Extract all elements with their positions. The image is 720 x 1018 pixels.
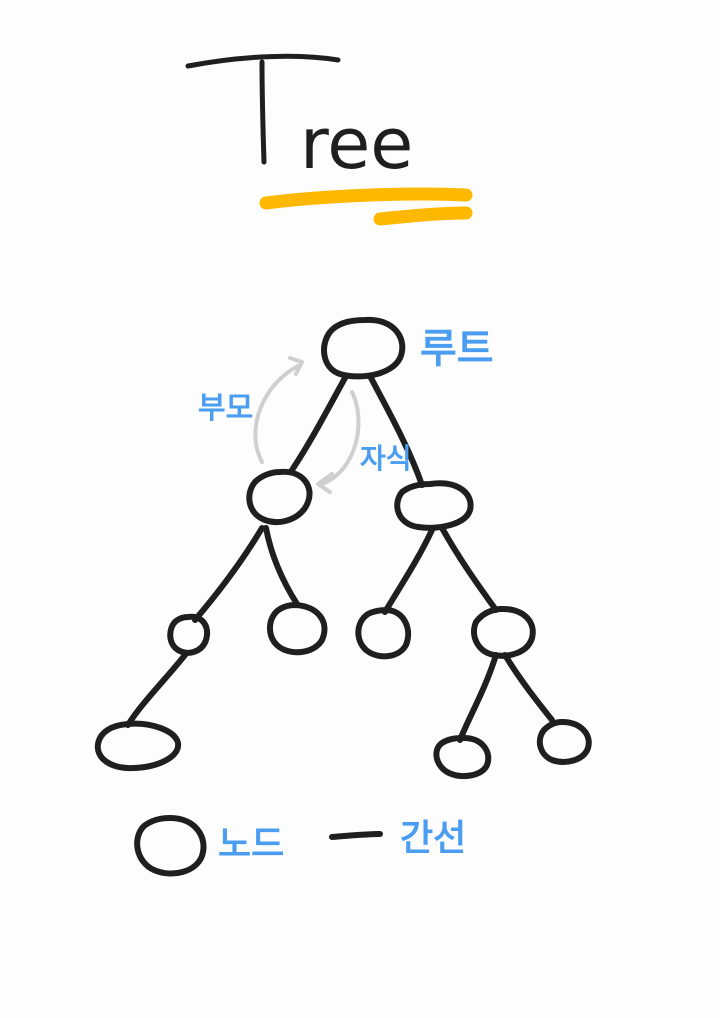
legend-node-label: 노드 xyxy=(218,824,284,865)
title-letter-t-bar xyxy=(185,53,341,69)
title-underline-1 xyxy=(259,187,473,210)
edge-right-rightleft xyxy=(382,527,435,615)
child-arrow-head xyxy=(316,472,334,494)
node-level2-3 xyxy=(355,607,412,660)
legend: 노드 간선 xyxy=(134,815,466,877)
edge-root-right xyxy=(367,373,425,488)
node-level1-right xyxy=(394,480,474,531)
title-underline-2 xyxy=(373,206,473,226)
parent-arrow xyxy=(253,364,300,464)
edge-ll-leaf xyxy=(125,652,188,728)
legend-edge-label: 간선 xyxy=(400,818,466,859)
root-label: 루트 xyxy=(420,326,494,372)
relation-arrows xyxy=(253,356,361,494)
edge-root-left xyxy=(289,375,348,473)
node-level3-1 xyxy=(94,720,182,772)
parent-arrow-head xyxy=(288,356,304,376)
node-level2-4 xyxy=(471,605,536,659)
edge-left-leftright xyxy=(263,525,300,607)
node-root xyxy=(321,316,406,380)
parent-label: 부모 xyxy=(198,391,253,426)
title-group: ree xyxy=(185,53,473,226)
node-level2-1 xyxy=(167,613,210,656)
node-level2-2 xyxy=(267,602,328,656)
edge-rr-leaf-right xyxy=(502,652,555,723)
page-title: ree xyxy=(300,103,413,185)
legend-node-icon xyxy=(134,815,207,877)
title-text: ree xyxy=(300,103,413,185)
edge-right-rightright xyxy=(439,525,499,613)
child-arrow xyxy=(320,390,361,486)
tree-nodes xyxy=(94,316,592,780)
title-letter-t-stem xyxy=(259,59,267,165)
node-level3-2 xyxy=(433,735,492,780)
legend-edge-icon xyxy=(329,831,383,840)
child-label: 자식 xyxy=(360,442,412,475)
tree-edges xyxy=(125,373,555,743)
node-level1-left xyxy=(246,468,313,525)
edge-rr-leaf-left xyxy=(457,652,499,743)
edge-left-leftleft xyxy=(192,525,265,623)
node-level3-3 xyxy=(536,719,592,765)
